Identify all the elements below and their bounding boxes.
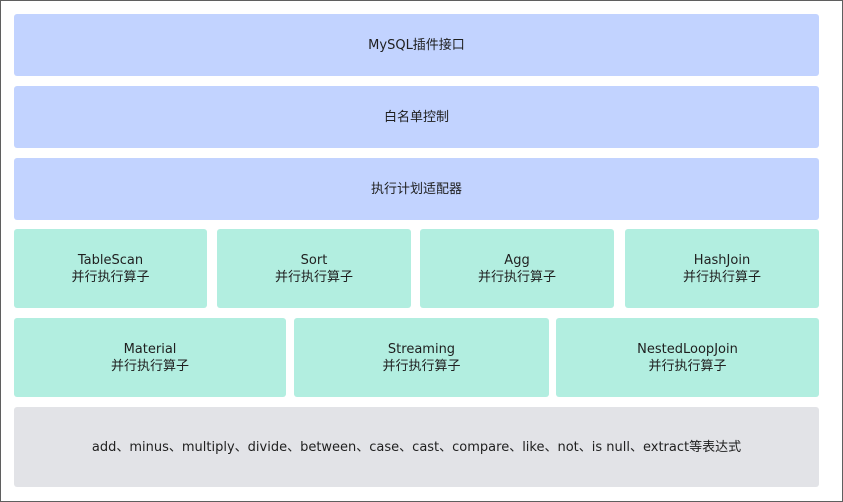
layer-label: 执行计划适配器 (370, 181, 462, 197)
expressions-label: add、minus、multiply、divide、between、case、c… (91, 439, 742, 455)
operator-subtitle: 并行执行算子 (71, 269, 150, 285)
operator-subtitle: 并行执行算子 (682, 269, 761, 285)
operator-name: Material (123, 341, 177, 357)
whitelist-control-layer: 白名单控制 (14, 86, 819, 148)
operator-name: TableScan (77, 252, 144, 268)
operator-name: Agg (504, 252, 530, 268)
operator-name: NestedLoopJoin (637, 341, 738, 357)
operator-nestedloopjoin: NestedLoopJoin 并行执行算子 (556, 318, 819, 397)
operator-subtitle: 并行执行算子 (274, 269, 353, 285)
operator-tablescan: TableScan 并行执行算子 (14, 229, 207, 308)
operator-streaming: Streaming 并行执行算子 (294, 318, 549, 397)
operator-subtitle: 并行执行算子 (382, 358, 461, 374)
operator-name: Streaming (387, 341, 456, 357)
expressions-layer: add、minus、multiply、divide、between、case、c… (14, 407, 819, 487)
operator-subtitle: 并行执行算子 (110, 358, 189, 374)
operator-hashjoin: HashJoin 并行执行算子 (625, 229, 819, 308)
operator-subtitle: 并行执行算子 (477, 269, 556, 285)
operator-name: HashJoin (693, 252, 751, 268)
operator-sort: Sort 并行执行算子 (217, 229, 411, 308)
layer-label: 白名单控制 (383, 109, 449, 125)
execution-plan-adapter-layer: 执行计划适配器 (14, 158, 819, 220)
operator-material: Material 并行执行算子 (14, 318, 286, 397)
operator-name: Sort (300, 252, 328, 268)
operator-agg: Agg 并行执行算子 (420, 229, 614, 308)
operator-subtitle: 并行执行算子 (648, 358, 727, 374)
layer-label: MySQL插件接口 (368, 37, 465, 53)
mysql-plugin-interface-layer: MySQL插件接口 (14, 14, 819, 76)
